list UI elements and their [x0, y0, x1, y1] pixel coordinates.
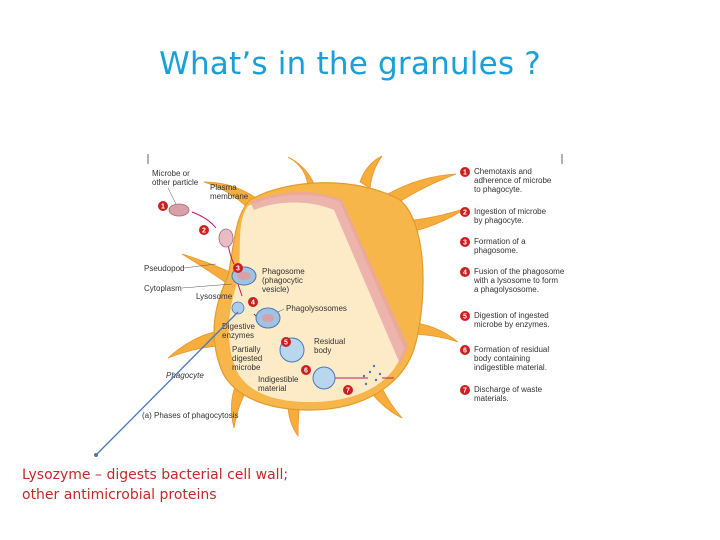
step-number-marker — [460, 167, 470, 177]
microbe — [168, 203, 190, 217]
svg-text:3: 3 — [236, 266, 240, 273]
step-number-marker — [460, 345, 470, 355]
phagosome-microbe — [237, 272, 251, 280]
label-pseudopod: Pseudopod — [144, 264, 184, 273]
annotation-text: Lysozyme – digests bacterial cell wall; … — [22, 465, 352, 505]
phagocytosis-diagram: 1 2 3 4 5 6 7 Microbe or other particle … — [142, 154, 565, 437]
diagram-caption: (a) Phases of phagocytosis — [142, 411, 239, 420]
step-number: 7 — [463, 388, 467, 395]
label-indigestible: Indigestible material — [258, 375, 301, 393]
label-phagocyte: Phagocyte — [166, 371, 204, 380]
ingested-microbe — [218, 228, 234, 248]
lysosome — [231, 301, 245, 315]
svg-text:5: 5 — [284, 340, 288, 347]
step-number-marker — [460, 267, 470, 277]
label-plasma-membrane: Plasma membrane — [210, 183, 249, 201]
cell-interior — [228, 194, 404, 402]
label-partially-digested: Partially digested microbe — [232, 345, 264, 372]
label-digestive-enzymes: Digestive enzymes — [222, 322, 257, 340]
step-number: 4 — [463, 270, 467, 277]
label-phagolysosomes: Phagolysosomes — [286, 304, 347, 313]
annotation-line-1: Lysozyme – digests bacterial cell wall; — [22, 467, 289, 483]
phagolysosome-microbe — [262, 314, 274, 322]
svg-text:6: 6 — [304, 368, 308, 375]
annotation-line-2: other antimicrobial proteins — [22, 487, 217, 503]
step-number: 5 — [463, 314, 467, 321]
step-number-marker — [460, 237, 470, 247]
membrane-cut-section — [250, 191, 408, 364]
residual-body — [312, 366, 336, 390]
label-microbe: Microbe or other particle — [152, 169, 199, 187]
label-residual-body: Residual body — [314, 337, 347, 355]
svg-text:4: 4 — [251, 300, 255, 307]
step-number: 3 — [463, 240, 467, 247]
cell-step-markers: 1 2 3 4 5 6 7 — [158, 201, 353, 395]
label-phagosome: Phagosome (phagocytic vesicle) — [262, 267, 307, 294]
slide-title: What’s in the granules ? — [159, 46, 541, 82]
step-number: 6 — [463, 348, 467, 355]
svg-text:7: 7 — [346, 388, 350, 395]
step-number-marker — [460, 385, 470, 395]
label-cytoplasm: Cytoplasm — [144, 284, 182, 293]
svg-text:2: 2 — [202, 228, 206, 235]
step-number: 2 — [463, 210, 467, 217]
label-lysosome: Lysosome — [196, 292, 233, 301]
svg-text:1: 1 — [161, 204, 165, 211]
step-number: 1 — [463, 170, 467, 177]
step-number-marker — [460, 311, 470, 321]
step-number-marker — [460, 207, 470, 217]
waste-particles — [362, 364, 382, 386]
